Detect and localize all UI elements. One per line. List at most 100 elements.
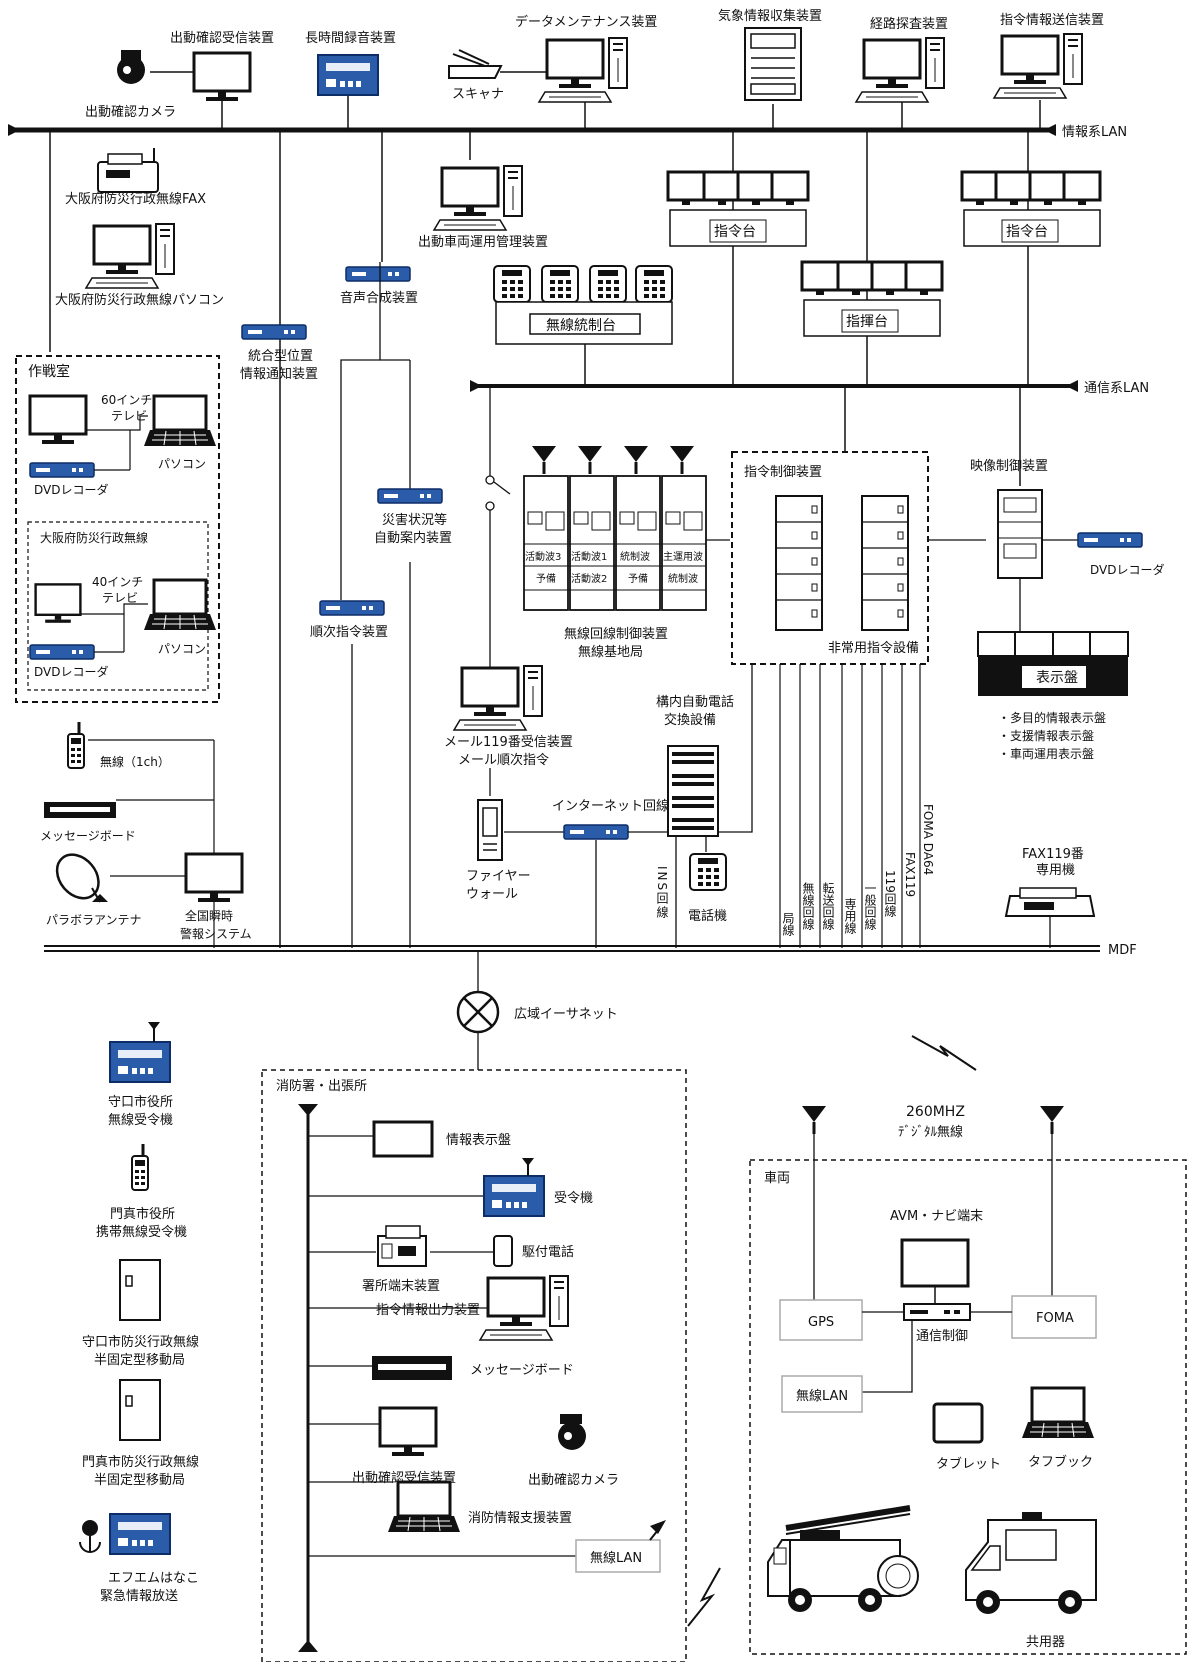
line-label-5: 119回線 [883, 870, 897, 917]
extra-phone-label: 駆付電話 [522, 1244, 574, 1260]
toughbook-icon [1020, 1386, 1096, 1440]
auto-guide-icon [377, 488, 443, 504]
tv60-icon [28, 394, 88, 446]
toughbook-label: タフブック [1028, 1454, 1093, 1470]
ops-pc-label: パソコン [158, 457, 206, 471]
mdf-label: MDF [1108, 943, 1137, 958]
internet-router-icon [563, 824, 629, 840]
command-control-label: 指令制御装置 [744, 465, 822, 480]
display-board: 表示盤 [977, 631, 1129, 696]
station-camera-label: 出動確認カメラ [528, 1472, 619, 1488]
fire-truck-icon [767, 1505, 919, 1612]
recorder-icon [317, 54, 379, 96]
radio-control-label-2: 無線基地局 [578, 644, 643, 660]
wide-ethernet-label: 広域イーサネット [514, 1007, 618, 1022]
fm-label-2: 緊急情報放送 [100, 1589, 178, 1604]
display-item-1: ・支援情報表示盤 [998, 729, 1094, 743]
display-board-label: 表示盤 [1036, 670, 1078, 686]
station-wlan-box: 無線LAN [575, 1520, 666, 1573]
osaka-fax-label: 大阪府防災行政無線FAX [65, 191, 206, 207]
data-maintenance-pc-icon [539, 38, 627, 102]
command-desk-label: 指令台 [714, 224, 756, 240]
wide-ethernet-icon [456, 990, 500, 1034]
foma-box: FOMA [1011, 1295, 1097, 1339]
fm-station-icon [79, 1513, 171, 1555]
commander-desk-label: 指揮台 [846, 314, 888, 330]
osaka-pc-icon [86, 224, 174, 288]
command-output-pc-icon [480, 1276, 568, 1340]
station-box [261, 1069, 687, 1662]
station-camera-icon [558, 1414, 586, 1450]
ops-room [15, 355, 220, 703]
osaka-dvd-label: DVDレコーダ [34, 664, 108, 679]
ops-dvd-icon [29, 462, 95, 478]
ops-dvd-label: DVDレコーダ [34, 482, 108, 497]
gps-label: GPS [808, 1315, 834, 1330]
fm-label-1: エフエムはなこ [108, 1571, 199, 1586]
dispatch-receiver-label: 出動確認受信装置 [170, 30, 274, 46]
osaka-radio-box [27, 521, 209, 691]
route-pc-icon [856, 38, 944, 102]
fax-icon [97, 148, 159, 193]
message-board-label: メッセージボード [40, 829, 136, 843]
scanner-icon [448, 49, 503, 79]
foma-label: FOMA [1036, 1311, 1074, 1326]
telephone-label: 電話機 [688, 908, 727, 924]
firewall-label-2: ウォール [466, 887, 518, 902]
command-desk-2-label: 指令台 [1006, 224, 1048, 240]
kadoma-handheld-icon [130, 1142, 150, 1192]
kadoma-mobile-icon [119, 1379, 161, 1441]
tablet-label: タブレット [936, 1456, 1001, 1472]
radio-console-label: 無線統制台 [546, 318, 616, 334]
rack-sub-3: 統制波 [668, 572, 698, 585]
telephone-icon [689, 853, 727, 891]
moriguchi-mobile-label-1: 守口市防災行政無線 [82, 1334, 199, 1350]
jalert-label-1: 全国瞬時 [185, 908, 233, 923]
command-server-2 [861, 495, 909, 631]
display-item-2: ・車両運用表示盤 [998, 747, 1094, 761]
line-label-2: 転送回線 [821, 882, 835, 930]
kadoma-mobile-label-1: 門真市防災行政無線 [82, 1454, 199, 1470]
video-dvd-icon [1077, 532, 1143, 548]
tv60-label-1: 60インチ [101, 393, 152, 407]
tv40-label-2: テレビ [102, 591, 138, 605]
station-info-display-label: 情報表示盤 [446, 1133, 511, 1148]
vehicle-wlan-label: 無線LAN [796, 1388, 848, 1404]
rack-sub-2: 予備 [628, 572, 648, 585]
comm-lan-label: 通信系LAN [1084, 381, 1149, 396]
moriguchi-rx-label-2: 無線受令機 [108, 1112, 173, 1128]
mail-label-2: メール順次指令 [458, 752, 549, 768]
command-sender-pc-icon [994, 34, 1082, 98]
station-title: 消防署・出張所 [276, 1078, 367, 1094]
video-dvd-label: DVDレコーダ [1090, 562, 1164, 577]
line-label-4: 一般回線 [863, 882, 877, 930]
fax119-icon [1004, 887, 1096, 917]
extra-phone-icon [493, 1235, 513, 1267]
fax119-label-2: 専用機 [1036, 863, 1075, 878]
osaka-pc-label: 大阪府防災行政無線パソコン [55, 292, 224, 308]
line-label-3: 専用線 [843, 898, 857, 934]
info-lan-label: 情報系LAN [1062, 125, 1127, 140]
vehicle-mgmt-pc-icon [434, 166, 522, 230]
comm-control-icon [903, 1303, 971, 1321]
support-label: 消防情報支援装置 [468, 1510, 572, 1526]
vehicle-radio-label-2: ﾃﾞｼﾞﾀﾙ無線 [898, 1124, 963, 1140]
vehicle-box [749, 1159, 1187, 1655]
osaka-laptop-icon [142, 578, 218, 632]
rack-label-3: 主運用波 [663, 550, 703, 563]
radio1ch-label: 無線（1ch） [100, 754, 170, 769]
vehicle-antenna-1-icon [800, 1104, 828, 1136]
route-label: 経路探査装置 [870, 16, 948, 32]
radio-console: 無線統制台 [493, 265, 673, 345]
radio-wave-icon-2 [687, 1567, 721, 1627]
comm-lan: 通信系LAN [470, 380, 1149, 396]
avm-label: AVM・ナビ端末 [890, 1209, 983, 1224]
line-label-1: 無線回線 [801, 881, 815, 930]
station-terminal-label: 署所端末装置 [362, 1279, 440, 1294]
line-label-7: FOMA DA64 [921, 804, 935, 875]
pbx-label-2: 交換設備 [664, 712, 716, 728]
kadoma-mobile-label-2: 半固定型移動局 [94, 1473, 185, 1488]
commander-desk: 指揮台 [800, 260, 944, 337]
kadoma-rx-label-2: 携帯無線受令機 [96, 1224, 187, 1240]
